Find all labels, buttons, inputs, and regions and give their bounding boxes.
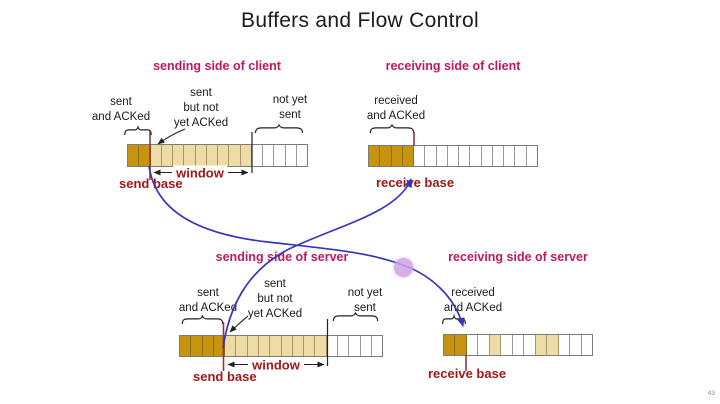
buffer-cell-a <box>369 146 381 166</box>
label-not-yet-sent-client: not yet sent <box>272 94 308 121</box>
buffer-cell-f <box>470 146 482 166</box>
buffer-cell-u <box>206 145 218 166</box>
buffer-cell-u <box>258 336 271 356</box>
header-receiving-side-of-server: receiving side of server <box>448 250 588 264</box>
buffer-cell-a <box>391 146 403 166</box>
buffer-cell-u <box>150 145 162 166</box>
unacked-pointer-arrow-server <box>229 315 249 333</box>
label-sent-not-acked-server: sent but not yet ACKed <box>247 278 303 320</box>
buffer-cell-f <box>274 145 286 166</box>
buffer-cell-f <box>263 145 275 166</box>
buffer-cell-f <box>285 145 297 166</box>
header-receiving-side-of-client: receiving side of client <box>385 59 521 73</box>
buffer-cell-u <box>218 145 230 166</box>
label-sent-not-acked-client: sent but not yet ACKed <box>173 87 229 129</box>
brace-acked-client-recv <box>369 125 415 133</box>
send-base-label-server: send base <box>193 369 257 384</box>
buffer-cell-u <box>195 145 207 166</box>
buffer-cell-u <box>489 335 502 355</box>
buffer-client-send <box>127 144 308 167</box>
buffer-cell-f <box>524 335 536 355</box>
buffer-cell-u <box>236 336 248 356</box>
buffer-cell-f <box>512 335 525 355</box>
buffer-cell-u <box>240 145 252 166</box>
buffer-server-recv <box>443 334 593 356</box>
buffer-cell-f <box>558 335 571 355</box>
buffer-cell-a <box>128 145 140 166</box>
window-label-client: window <box>173 165 227 181</box>
label-not-yet-sent-server: not yet sent <box>347 287 383 314</box>
window-label-server: window <box>249 357 303 373</box>
brace-acked-server-send <box>181 316 224 324</box>
buffer-cell-f <box>414 146 426 166</box>
buffer-cell-f <box>504 146 516 166</box>
buffer-cell-f <box>349 336 361 356</box>
buffer-cell-f <box>459 146 471 166</box>
buffer-cell-u <box>547 335 559 355</box>
buffer-cell-a <box>139 145 151 166</box>
brace-free-server-send <box>332 313 379 321</box>
buffer-cell-f <box>478 335 490 355</box>
buffer-cell-f <box>515 146 527 166</box>
buffer-cell-u <box>173 145 185 166</box>
buffer-cell-f <box>436 146 448 166</box>
buffer-cell-u <box>247 336 259 356</box>
brace-free-client-send <box>254 125 304 133</box>
buffer-cell-f <box>570 335 582 355</box>
page-title: Buffers and Flow Control <box>241 9 479 32</box>
buffer-cell-f <box>425 146 437 166</box>
buffer-cell-f <box>466 335 479 355</box>
buffer-cell-a <box>455 335 467 355</box>
buffer-cell-u <box>315 336 327 356</box>
buffer-cell-a <box>444 335 456 355</box>
buffer-cell-f <box>481 146 493 166</box>
buffer-cell-a <box>202 336 214 356</box>
buffer-cell-u <box>184 145 196 166</box>
label-sent-and-acked-client: sent and ACKed <box>91 96 151 123</box>
unacked-pointer-arrow-client <box>157 128 186 145</box>
header-sending-side-of-client: sending side of client <box>153 59 281 73</box>
buffer-cell-u <box>281 336 293 356</box>
label-received-and-acked-server: received and ACKed <box>443 287 503 314</box>
buffer-cell-f <box>526 146 537 166</box>
buffer-cell-a <box>213 336 226 356</box>
buffer-cell-u <box>535 335 548 355</box>
buffer-cell-a <box>402 146 415 166</box>
buffer-cell-u <box>161 145 173 166</box>
brace-acked-server-recv <box>442 316 466 324</box>
page-number: 43 <box>707 390 715 397</box>
buffer-cell-f <box>501 335 513 355</box>
buffer-cell-a <box>380 146 392 166</box>
buffer-cell-u <box>304 336 316 356</box>
receive-base-label-client: receive base <box>376 175 455 190</box>
buffer-cell-f <box>371 336 383 356</box>
buffer-cell-f <box>447 146 460 166</box>
label-sent-and-acked-server: sent and ACKed <box>178 287 238 314</box>
buffer-cell-a <box>180 336 192 356</box>
buffer-cell-f <box>296 145 307 166</box>
buffer-cell-a <box>191 336 203 356</box>
buffer-cell-u <box>270 336 282 356</box>
buffer-cell-u <box>292 336 305 356</box>
header-sending-side-of-server: sending side of server <box>215 250 349 264</box>
pointer-highlight-dot <box>394 258 413 277</box>
buffer-cell-f <box>337 336 350 356</box>
buffer-server-send <box>179 335 383 357</box>
buffer-cell-u <box>229 145 241 166</box>
buffer-cell-f <box>326 336 338 356</box>
brace-acked-client-send <box>124 127 152 135</box>
buffer-cell-u <box>225 336 237 356</box>
receive-base-label-server: receive base <box>428 366 507 381</box>
buffer-cell-f <box>360 336 372 356</box>
buffer-cell-f <box>492 146 505 166</box>
buffer-client-recv <box>368 145 538 167</box>
buffer-cell-f <box>251 145 263 166</box>
buffer-cell-f <box>581 335 593 355</box>
label-received-and-acked-client: received and ACKed <box>366 95 426 122</box>
